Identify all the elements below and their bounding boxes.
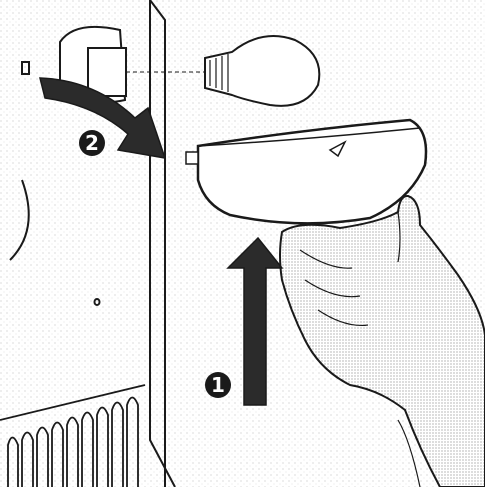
step-1-badge: 1 [205,372,231,398]
step-2-badge: 2 [79,130,105,156]
step-2-number: 2 [85,131,99,155]
step-1-number: 1 [211,373,225,397]
